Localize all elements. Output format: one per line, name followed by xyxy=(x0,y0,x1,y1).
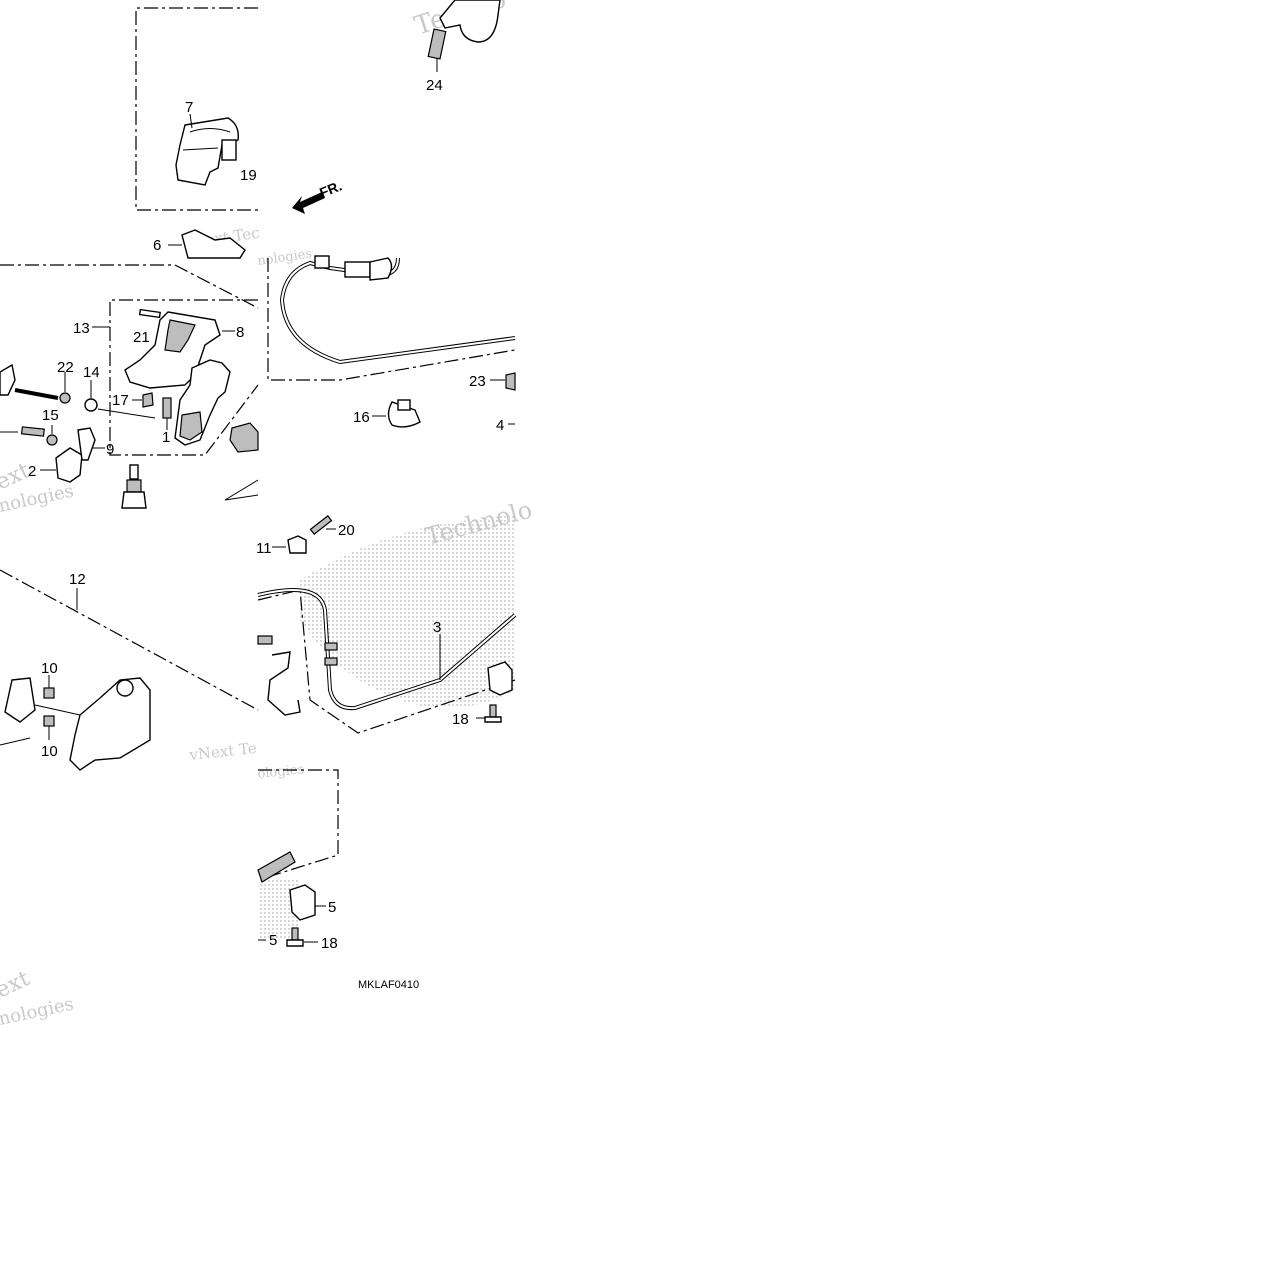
part-arm-top xyxy=(427,0,501,72)
part-bolt-lower xyxy=(121,464,147,509)
callout-14: 14 xyxy=(83,364,100,381)
part-spring-lower xyxy=(257,851,296,883)
part-6-clip xyxy=(168,229,246,259)
part-12-switch-body xyxy=(0,588,151,771)
callout-18: 18 xyxy=(452,711,469,728)
part-5-holder xyxy=(289,884,326,921)
callout-4: 4 xyxy=(496,417,504,434)
callout-12: 12 xyxy=(69,571,86,588)
callout-21: 21 xyxy=(133,329,150,346)
direction-label: FR. xyxy=(317,177,344,200)
callout-19: 19 xyxy=(240,167,257,184)
part-7-housing xyxy=(175,113,239,186)
callout-11: 11 xyxy=(256,540,272,557)
callout-6: 6 xyxy=(153,237,161,254)
part-23-nut xyxy=(490,372,516,391)
callout-8: 8 xyxy=(236,324,244,341)
watermark: ext xyxy=(0,966,34,1003)
watermark: vNext Te xyxy=(188,739,258,764)
front-direction-arrow: FR. xyxy=(292,177,344,214)
watermark: ologies xyxy=(257,762,305,782)
part-11-clip xyxy=(272,535,307,554)
callout-18: 18 xyxy=(321,935,338,952)
group-frames xyxy=(0,7,516,881)
callout-10: 10 xyxy=(41,743,58,760)
diagram-code: MKLAF0410 xyxy=(358,979,419,991)
callout-5: 5 xyxy=(269,932,277,949)
callout-1: 1 xyxy=(162,429,170,446)
callout-17: 17 xyxy=(112,392,129,409)
callout-3: 3 xyxy=(433,619,441,636)
callout-23: 23 xyxy=(469,373,486,390)
callout-5: 5 xyxy=(328,899,336,916)
callout-16: 16 xyxy=(353,409,370,426)
callout-9: 9 xyxy=(106,441,114,458)
dotted-area-bottom xyxy=(258,880,300,940)
callout-2: 2 xyxy=(28,463,36,480)
part-9-spring xyxy=(77,427,105,461)
callout-10: 10 xyxy=(41,660,58,677)
part-3-cable xyxy=(257,588,517,711)
part-2-bracket xyxy=(40,447,83,483)
callout-20: 20 xyxy=(338,522,355,539)
callout-24: 24 xyxy=(426,77,443,94)
part-18-bolt xyxy=(286,927,318,947)
callout-13: 13 xyxy=(73,320,90,337)
callout-22: 22 xyxy=(57,359,74,376)
part-holder-right xyxy=(476,661,513,723)
part-13-lever-assembly xyxy=(92,308,235,446)
callout-15: 15 xyxy=(42,407,59,424)
part-16-band xyxy=(372,399,421,428)
callout-7: 7 xyxy=(185,99,193,116)
part-17-screw xyxy=(132,392,172,430)
part-cable-bracket xyxy=(257,635,301,716)
part-cable-upper xyxy=(279,255,516,365)
part-rotor xyxy=(229,422,259,453)
part-20-pin xyxy=(309,515,336,535)
dotted-logo-area xyxy=(300,515,515,708)
part-pin-and-washers xyxy=(0,363,156,446)
callouts: 24 7 19 6 13 21 8 22 14 17 15 1 9 2 23 1… xyxy=(28,77,504,952)
